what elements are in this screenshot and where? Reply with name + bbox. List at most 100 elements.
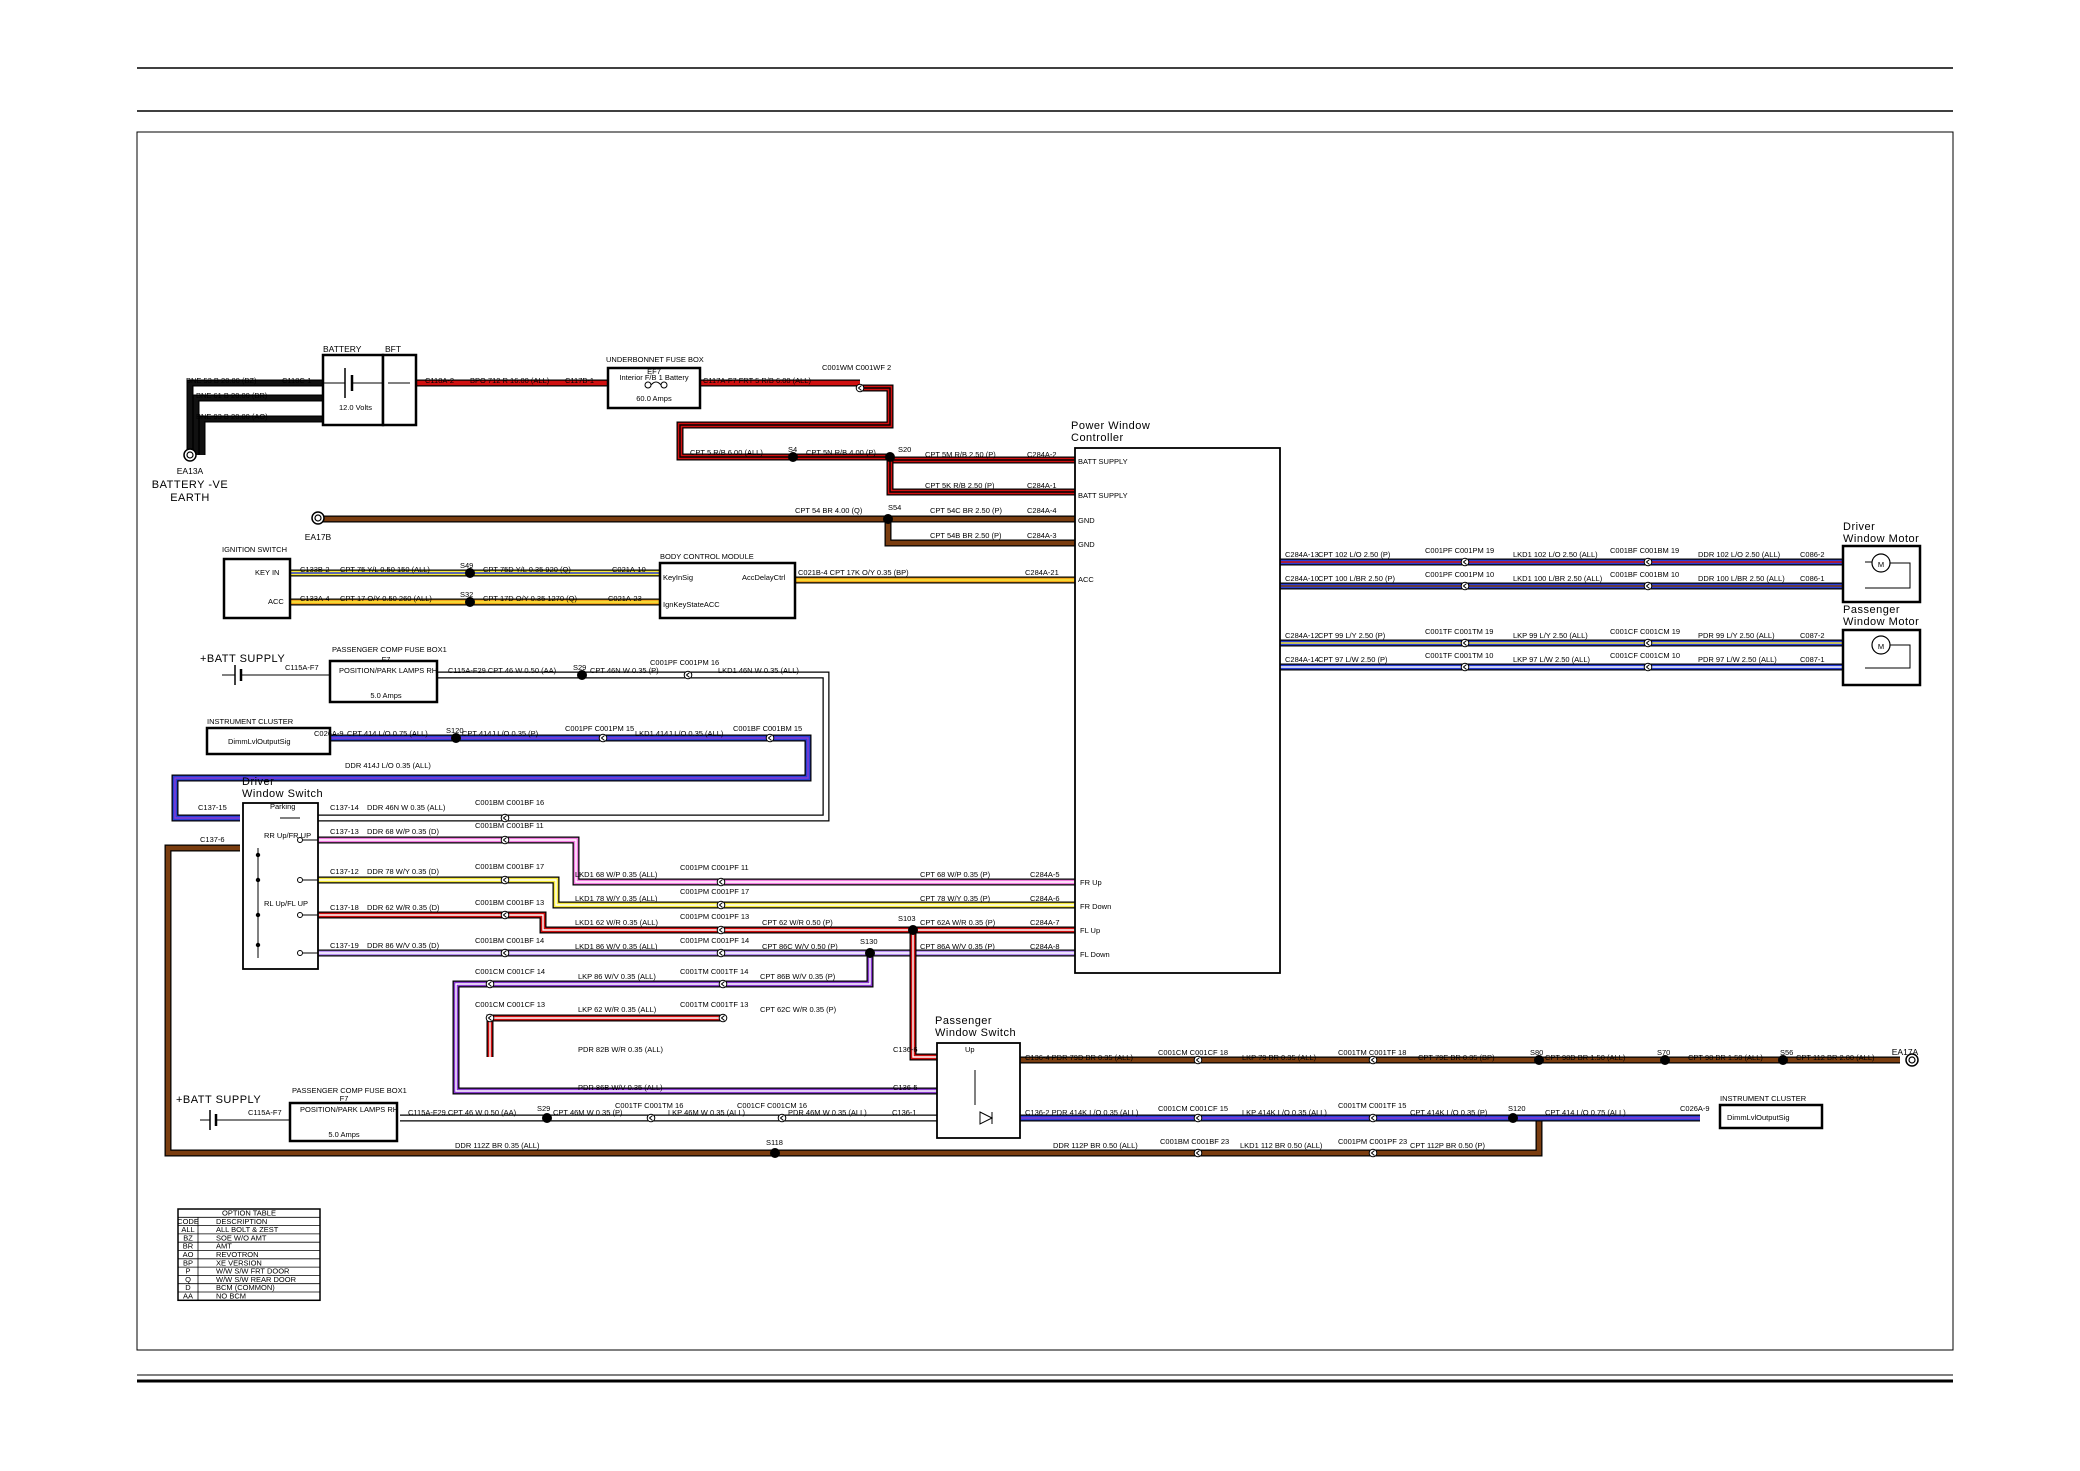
option-code: BR	[183, 1242, 194, 1251]
option-description: SOE W/O AMT	[216, 1233, 267, 1242]
connector-icon	[765, 733, 775, 743]
wire-label: S130	[860, 937, 878, 946]
splice-dot	[908, 925, 918, 935]
wire-label: C284A-10	[1285, 574, 1319, 583]
wire-label: LKP 79 BR 0.35 (ALL)	[1242, 1053, 1317, 1062]
wire-label: BNE 53 B 20.00 (BZ)	[186, 376, 257, 385]
splice-dot	[883, 514, 893, 524]
earth-icon	[311, 511, 325, 525]
wire-label: LKP 86 W/V 0.35 (ALL)	[578, 972, 656, 981]
wire-label: C001CF C001CM 19	[1610, 627, 1680, 636]
wire-label: LKP 46M W 0.35 (ALL)	[668, 1108, 745, 1117]
wire-label: CPT 102 L/O 2.50 (P)	[1318, 550, 1391, 559]
pin-fl-down: FL Down	[1080, 950, 1110, 959]
wire-label: C118C-1	[282, 376, 311, 385]
wire-label: C001BF C001BM 19	[1610, 546, 1679, 555]
option-description: W/W S/W FRT DOOR	[216, 1267, 290, 1276]
wire-label: CPT 54C BR 2.50 (P)	[930, 506, 1002, 515]
wire-label: DDR 78 W/Y 0.35 (D)	[367, 867, 439, 876]
wire-label: C001BM C001BF 13	[475, 898, 544, 907]
passenger-window-switch	[936, 1042, 1021, 1139]
pcfb-fuse: F7	[382, 655, 391, 664]
motor-m: M	[1878, 560, 1884, 569]
wire-label: S103	[898, 914, 916, 923]
wire-label: C001PF C001PM 10	[1425, 570, 1494, 579]
instrument-cluster	[205, 726, 332, 756]
wire-earth	[187, 380, 323, 455]
wire-label: PDR 86B W/V 0.35 (ALL)	[578, 1083, 663, 1092]
wire-label: C001PF C001PM 15	[565, 724, 634, 733]
wire-label: C115A-F29 CPT 46 W 0.50 (AA)	[448, 666, 557, 675]
wire-label: C117A-F7 FRT 5 R/B 6.00 (ALL)	[703, 376, 811, 385]
ubfb-fuse-name: Interior F/B 1 Battery	[619, 373, 688, 382]
wire-label: CPT 414J L/O 0.35 (P)	[462, 729, 539, 738]
bcm-accdelay: AccDelayCtrl	[742, 573, 786, 582]
wire-outline	[198, 415, 323, 455]
wire-label: C137-15	[198, 803, 227, 812]
wire-label: DDR 62 W/R 0.35 (D)	[367, 903, 440, 912]
wire-label: LKP 62 W/R 0.35 (ALL)	[578, 1005, 657, 1014]
dwm-label-1: Driver	[1843, 521, 1875, 533]
wire-label: C001BF C001BM 10	[1610, 570, 1679, 579]
wire-label: S29	[573, 663, 586, 672]
wire-label: C136-6	[893, 1045, 918, 1054]
wire-label: C021A-23	[608, 594, 642, 603]
splice-dot	[542, 1113, 552, 1123]
wire-label: C001TM C001TF 14	[680, 967, 748, 976]
wire-label: C137-14	[330, 803, 359, 812]
wire-label: DDR 68 W/P 0.35 (D)	[367, 827, 439, 836]
wire-label: C284A-13	[1285, 550, 1319, 559]
wire-label: C137-19	[330, 941, 359, 950]
wire-label: C136-1	[892, 1108, 917, 1117]
wire-label: CPT 414K L/O 0.35 (P)	[1410, 1108, 1488, 1117]
wire-label: CPT 78 W/Y 0.35 (P)	[920, 894, 991, 903]
wire-112	[165, 845, 1542, 1156]
wire-cpt54b	[885, 519, 1075, 546]
option-description: DESCRIPTION	[216, 1217, 267, 1226]
wire-label: CPT 86C W/V 0.50 (P)	[762, 942, 838, 951]
pwc-label-2: Controller	[1071, 432, 1124, 444]
wire-label: C136-5	[893, 1083, 918, 1092]
ic-sig-label-2: DimmLvlOutputSig	[1727, 1113, 1790, 1122]
wire-label: C115A-F7	[248, 1108, 282, 1117]
wire-label: LKD1 46N W 0.35 (ALL)	[718, 666, 799, 675]
instrument-cluster-label-2: INSTRUMENT CLUSTER	[1720, 1094, 1807, 1103]
wire-label: S54	[888, 503, 901, 512]
pwm-label-2: Window Motor	[1843, 616, 1919, 628]
wire-label: BPO 712 R 16.00 (ALL)	[470, 376, 550, 385]
wire-label: CPT 99 L/Y 2.50 (P)	[1318, 631, 1386, 640]
pin-fr-up: FR Up	[1080, 878, 1102, 887]
option-code: BZ	[183, 1233, 193, 1242]
connector-icon	[716, 877, 726, 887]
earth-icon	[1905, 1053, 1919, 1067]
wire-label: C001TF C001TM 16	[615, 1101, 683, 1110]
wire-label: LKD1 112 BR 0.50 (ALL)	[1240, 1141, 1323, 1150]
pin-batt-1: BATT SUPPLY	[1078, 457, 1128, 466]
pcfb-fuse-2: F7	[340, 1094, 349, 1103]
option-description: BCM (COMMON)	[216, 1283, 275, 1292]
wire-label: C001TM C001TF 18	[1338, 1048, 1406, 1057]
wire-label: PDR 97 L/W 2.50 (ALL)	[1698, 655, 1777, 664]
batt-supply-label-2: +BATT SUPPLY	[176, 1094, 261, 1106]
connector-icon	[1643, 662, 1653, 672]
wire-label: C137-6	[200, 835, 225, 844]
wire-label: DDR 102 L/O 2.50 (ALL)	[1698, 550, 1781, 559]
wire-label: C001PM C001PF 13	[680, 912, 749, 921]
connector-icon	[1368, 1148, 1378, 1158]
wire-label: CPT 17D O/Y 0.35 1270 (Q)	[483, 594, 577, 603]
option-table	[177, 1208, 321, 1302]
splice-dot	[577, 670, 587, 680]
wire-label: S80	[1530, 1048, 1543, 1057]
splice-dot	[1534, 1055, 1544, 1065]
wire-label: DDR 112Z BR 0.35 (ALL)	[455, 1141, 540, 1150]
pwc-label-1: Power Window	[1071, 420, 1150, 432]
wire-label: C001TF C001TM 19	[1425, 627, 1493, 636]
wire-label: C001BF C001BM 15	[733, 724, 802, 733]
pws-label-2: Window Switch	[935, 1027, 1016, 1039]
connector-icon	[1368, 1113, 1378, 1123]
wire-label: LKD1 102 L/O 2.50 (ALL)	[1513, 550, 1598, 559]
power-window-controller	[1074, 447, 1281, 974]
wire-label: LKD1 78 W/Y 0.35 (ALL)	[575, 894, 658, 903]
wire-label: C117B-1	[565, 376, 594, 385]
